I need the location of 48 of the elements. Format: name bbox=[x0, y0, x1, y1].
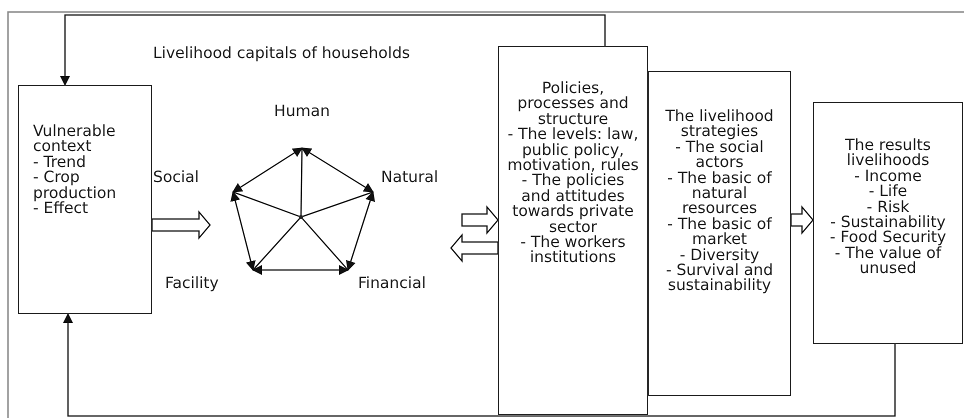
arrow bbox=[230, 191, 256, 271]
capital-label: Facility bbox=[165, 274, 219, 292]
arrow bbox=[301, 147, 374, 193]
arrow bbox=[346, 191, 376, 271]
results-box bbox=[813, 102, 963, 344]
list-item: - The levels: law, public policy, motivation, rules bbox=[507, 127, 639, 174]
list-item: - The basic of market bbox=[666, 216, 773, 248]
box-heading: Vulnerable context bbox=[33, 124, 117, 155]
list-item: - Sustainability bbox=[829, 215, 947, 230]
list-item: - Survival and sustainability bbox=[664, 263, 774, 294]
arrow bbox=[60, 14, 606, 86]
arrow bbox=[232, 147, 303, 193]
list-item: - Effect bbox=[33, 201, 88, 216]
list-item: - Life bbox=[868, 184, 908, 200]
connector-line bbox=[302, 191, 374, 217]
diagram-heading: Livelihood capitals of households bbox=[153, 44, 410, 62]
list-item: - The workers institutions bbox=[519, 235, 627, 266]
capital-label: Human bbox=[274, 102, 330, 120]
capital-label: Social bbox=[153, 168, 199, 186]
block-arrow bbox=[461, 205, 499, 235]
strategies-box bbox=[648, 71, 791, 396]
block-arrow bbox=[151, 210, 211, 240]
box-heading: The results livelihoods bbox=[844, 138, 932, 169]
list-item: - The social actors bbox=[674, 140, 764, 171]
capital-label: Financial bbox=[358, 274, 426, 292]
capital-label: Natural bbox=[381, 168, 438, 186]
box-heading: Policies, processes and structure bbox=[516, 81, 629, 128]
hub-point bbox=[299, 215, 303, 219]
block-arrow bbox=[790, 205, 814, 235]
list-item: - Trend bbox=[33, 154, 87, 170]
list-item: - The value of unused bbox=[834, 246, 942, 277]
connector-line bbox=[302, 218, 348, 270]
arrow bbox=[252, 265, 349, 275]
list-item: - The basic of natural resources bbox=[666, 170, 773, 217]
list-item: - Risk bbox=[866, 200, 910, 216]
connector-line bbox=[232, 191, 300, 217]
list-item: - Food Security bbox=[828, 230, 948, 246]
list-item: - Crop production bbox=[33, 170, 118, 202]
connector-line bbox=[300, 148, 303, 215]
box-heading: The livelihood strategies bbox=[664, 109, 775, 140]
policies-box bbox=[498, 46, 648, 415]
list-item: - Income bbox=[853, 168, 923, 184]
block-arrow bbox=[450, 233, 499, 263]
arrow bbox=[63, 313, 896, 417]
connector-line bbox=[252, 218, 300, 270]
list-item: - The policies and attitudes towards private sector bbox=[512, 173, 635, 236]
list-item: - Diversity bbox=[680, 248, 760, 264]
context-box bbox=[18, 85, 152, 314]
